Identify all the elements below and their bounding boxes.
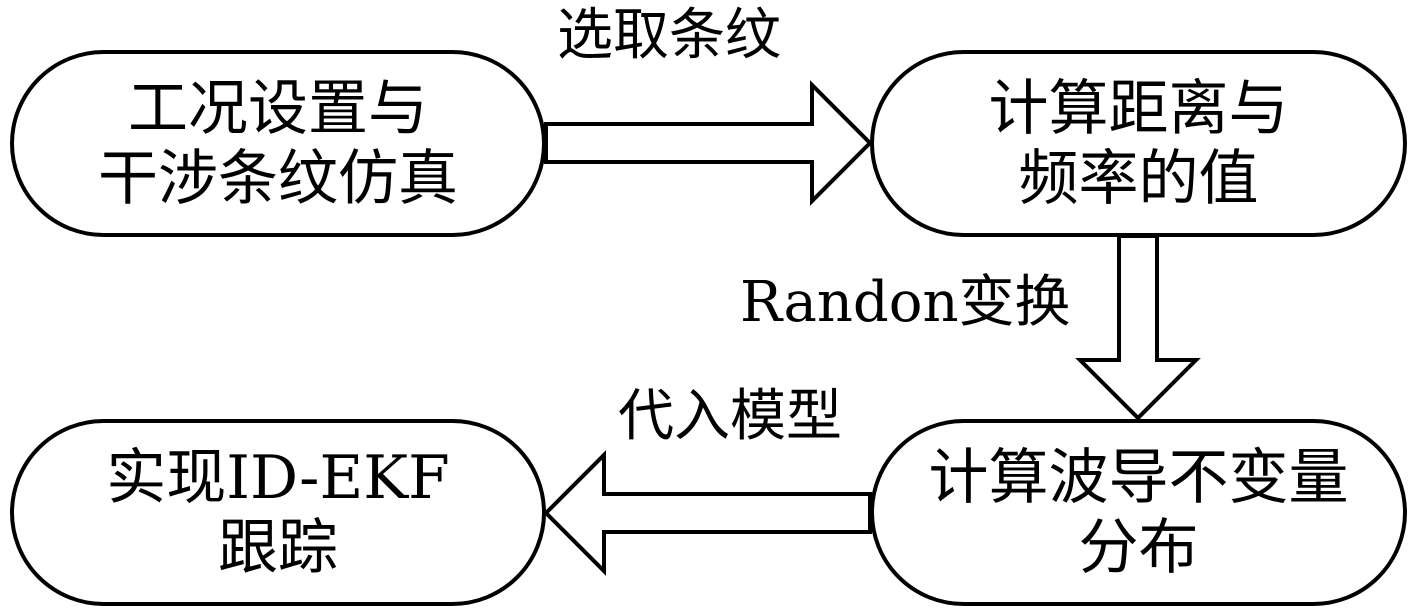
node-compute-distance: 计算距离与 频率的值	[870, 50, 1407, 237]
node-tracking-line-1: 实现ID-EKF	[106, 442, 450, 513]
node-tracking: 实现ID-EKF 跟踪	[10, 419, 546, 606]
edge-label-apply-model: 代入模型	[618, 384, 842, 449]
node-compute-distance-line-2: 频率的值	[1018, 143, 1259, 214]
node-tracking-line-2: 跟踪	[218, 512, 338, 583]
edge-label-randon-transform: Randon变换	[740, 270, 1071, 335]
arrow-select-fringes	[544, 80, 873, 206]
node-compute-distance-line-1: 计算距离与	[988, 73, 1289, 144]
node-waveguide-line-1: 计算波导不变量	[928, 442, 1349, 513]
node-simulate-line-1: 工况设置与	[128, 73, 428, 144]
edge-label-select-fringes: 选取条纹	[557, 3, 781, 68]
arrow-randon-transform	[1075, 234, 1201, 421]
node-simulate-line-2: 干涉条纹仿真	[98, 143, 458, 214]
node-waveguide-line-2: 分布	[1078, 512, 1199, 583]
node-simulate: 工况设置与 干涉条纹仿真	[10, 50, 546, 237]
arrow-apply-model	[543, 450, 872, 576]
node-waveguide: 计算波导不变量 分布	[870, 419, 1407, 606]
